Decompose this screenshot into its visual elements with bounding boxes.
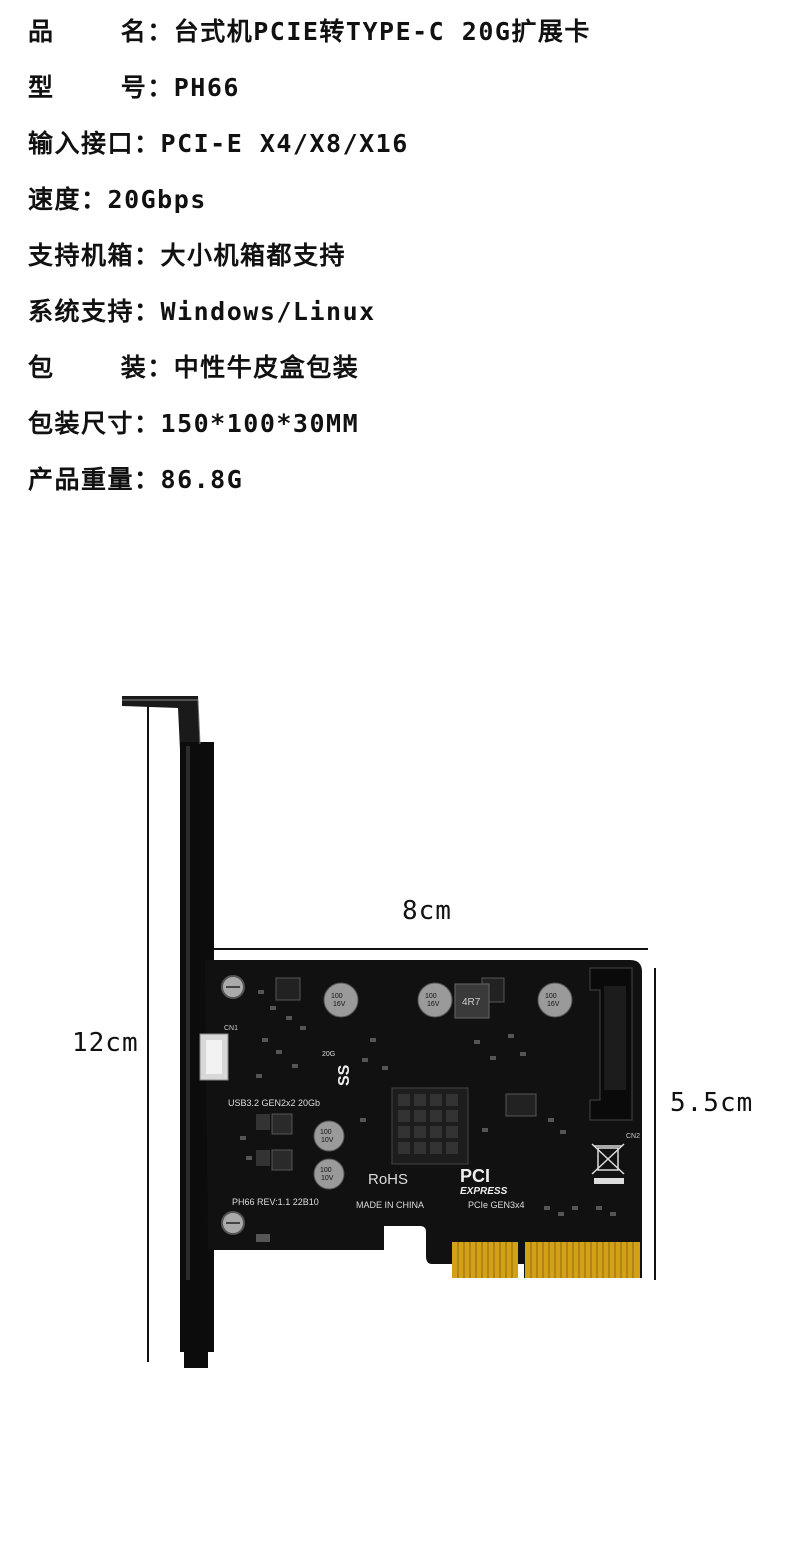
cap-label: 10V xyxy=(321,1175,334,1182)
cap-label: 16V xyxy=(333,1001,346,1008)
spec-value: 150*100*30MM xyxy=(160,409,360,438)
spec-row-model: 型 号：PH66 xyxy=(28,66,788,122)
bracket xyxy=(122,696,214,1368)
silkscreen-usb: USB3.2 GEN2x2 20Gb xyxy=(228,1098,320,1108)
weee-bin-icon xyxy=(591,1143,625,1175)
made-in-china: MADE IN CHINA xyxy=(356,1200,424,1210)
spec-label: 品 名： xyxy=(28,17,174,46)
spec-label: 输入接口： xyxy=(28,129,161,158)
gold-fingers-left xyxy=(452,1242,518,1278)
pcb-board: 100 16V 100 16V 100 16V 100 10V 100 10V … xyxy=(199,960,642,1278)
spec-value: PH66 xyxy=(173,73,240,102)
capacitors: 100 16V 100 16V 100 16V 100 10V 100 10V xyxy=(313,982,573,1190)
pci-logo: PCI xyxy=(460,1166,490,1186)
card-height-label: 5.5cm xyxy=(670,1088,754,1118)
spec-label: 包 装： xyxy=(28,353,174,382)
inductor xyxy=(454,983,490,1019)
cn2-label: CN2 xyxy=(626,1133,640,1140)
gold-fingers-right xyxy=(525,1242,640,1278)
rohs-mark: RoHS xyxy=(368,1171,408,1188)
ss-logo-sub: 20G xyxy=(322,1051,335,1058)
pcie-card-image: 100 16V 100 16V 100 16V 100 10V 100 10V … xyxy=(122,696,656,1368)
cap-label: 16V xyxy=(547,1001,560,1008)
width-dimension-label: 8cm xyxy=(402,896,452,926)
spec-row-name: 品 名：台式机PCIE转TYPE-C 20G扩展卡 xyxy=(28,10,788,66)
spec-row-interface: 输入接口：PCI-E X4/X8/X16 xyxy=(28,122,788,178)
spec-row-weight: 产品重量：86.8G xyxy=(28,458,788,514)
spec-row-package-size: 包装尺寸：150*100*30MM xyxy=(28,402,788,458)
spec-value: Windows/Linux xyxy=(160,297,376,326)
ss-logo: SS xyxy=(336,1064,353,1086)
cap-label: 100 xyxy=(425,993,437,1000)
spec-value: PCI-E X4/X8/X16 xyxy=(160,129,409,158)
product-figure: 8cm 12cm 5.5cm xyxy=(0,660,800,1420)
cap-label: 10V xyxy=(321,1137,334,1144)
spec-row-speed: 速度：20Gbps xyxy=(28,178,788,234)
cap-label: 100 xyxy=(545,993,557,1000)
spec-label: 包装尺寸： xyxy=(28,409,161,438)
spec-label: 产品重量： xyxy=(28,465,161,494)
spec-label: 支持机箱： xyxy=(28,241,161,270)
spec-label: 系统支持： xyxy=(28,297,161,326)
spec-value: 86.8G xyxy=(160,465,244,494)
bracket-height-label: 12cm xyxy=(72,1028,139,1058)
spec-value: 台式机PCIE转TYPE-C 20G扩展卡 xyxy=(173,17,591,46)
cap-label: 100 xyxy=(320,1167,332,1174)
spec-list: 品 名：台式机PCIE转TYPE-C 20G扩展卡 型 号：PH66 输入接口：… xyxy=(28,10,788,514)
cn1-label: CN1 xyxy=(224,1025,238,1032)
spec-value: 大小机箱都支持 xyxy=(160,241,347,270)
spec-value: 中性牛皮盒包装 xyxy=(173,353,360,382)
pcie-gen-label: PCIe GEN3x4 xyxy=(468,1200,525,1210)
cap-label: 100 xyxy=(320,1129,332,1136)
spec-row-packaging: 包 装：中性牛皮盒包装 xyxy=(28,346,788,402)
spec-row-chassis: 支持机箱：大小机箱都支持 xyxy=(28,234,788,290)
spec-row-os: 系统支持：Windows/Linux xyxy=(28,290,788,346)
spec-label: 型 号： xyxy=(28,73,174,102)
spec-value: 20Gbps xyxy=(107,185,207,214)
inductor-mark: 4R7 xyxy=(462,997,481,1008)
cap-label: 16V xyxy=(427,1001,440,1008)
express-logo: EXPRESS xyxy=(460,1186,508,1197)
spec-label: 速度： xyxy=(28,185,108,214)
cap-label: 100 xyxy=(331,993,343,1000)
silkscreen-model: PH66 REV:1.1 22B10 xyxy=(232,1197,319,1207)
